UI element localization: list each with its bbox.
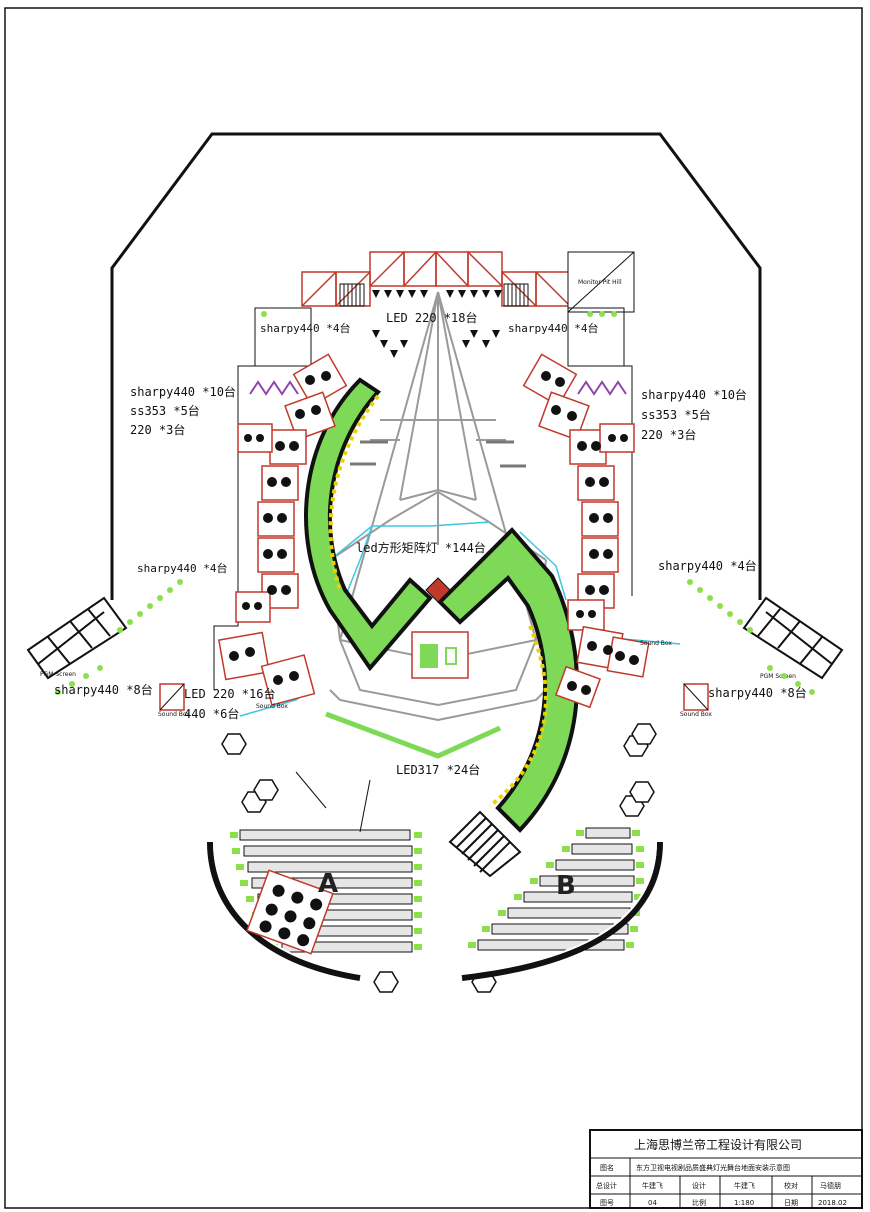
title-block-row1-value: 东方卫视电视剧品质盛典灯光舞台地面安装示意图 [636, 1163, 790, 1172]
front-green-edge [325, 711, 502, 759]
title-block-r3c1: 图号 [600, 1199, 614, 1207]
hexagon-markers [221, 723, 657, 993]
label-right-group-1: sharpy440 *10台 [641, 387, 747, 402]
label-top-sharpy-right: sharpy440 *4台 [508, 321, 598, 335]
label-low-right-sharpy: sharpy440 *8台 [708, 685, 807, 700]
title-block-r3c5: 日期 [784, 1199, 798, 1207]
title-block-r2c3: 设计 [692, 1181, 706, 1190]
left-wing-box [254, 307, 312, 367]
left-fixture-boxes [217, 353, 348, 706]
pgm-screen-left [26, 596, 128, 680]
monitor-label: Monitor Pit Hill [578, 279, 622, 286]
yellow-led-line [328, 394, 548, 808]
title-block-r3c4: 1:180 [734, 1199, 754, 1207]
left-zigzag [249, 380, 299, 396]
green-dot-rows [55, 311, 815, 695]
green-stage-left-arc [304, 377, 433, 672]
audience-wall-right-inner [461, 841, 657, 975]
title-block-r2c2: 牛建飞 [642, 1181, 663, 1190]
right-wing-box [567, 307, 625, 367]
right-fixture-boxes [522, 353, 650, 709]
sound-box-left [159, 683, 185, 711]
label-front-led: LED317 *24台 [396, 762, 480, 777]
label-mid-right-sharpy: sharpy440 *4台 [658, 558, 757, 573]
title-block-r2c6: 马德朋 [820, 1181, 841, 1190]
top-stairs [339, 283, 529, 307]
section-b-label: B [556, 871, 576, 901]
section-a-label: A [318, 869, 338, 899]
pgm-screen-right [742, 596, 844, 680]
label-top-sharpy-left: sharpy440 *4台 [260, 321, 350, 335]
audience-fixture-box [246, 869, 334, 955]
label-right-group-2: ss353 *5台 [641, 407, 711, 422]
seating-section-a [239, 829, 413, 953]
venue-outline [110, 132, 762, 600]
dimension-line [295, 771, 327, 809]
sound-box-4-label: Sound Box [256, 703, 288, 710]
audience-wall-left [207, 841, 361, 981]
center-screen-green [420, 644, 438, 668]
label-center-led-net: led方形矩阵灯 *144台 [356, 540, 486, 555]
sound-box-left-label: Sound Box [158, 711, 190, 718]
audience-wall-left-inner [213, 841, 361, 975]
top-led-fixtures [372, 290, 502, 358]
front-stairs [448, 810, 522, 878]
title-block-r3c2: 04 [648, 1199, 657, 1207]
fixture-heads [229, 371, 639, 695]
title-block [589, 1129, 863, 1209]
title-block-r2c1: 总设计 [596, 1181, 617, 1190]
sound-box-3-label: Sound Box [640, 640, 672, 647]
label-top-led: LED 220 *18台 [386, 310, 477, 325]
audience-wall-right [461, 841, 663, 981]
label-left-group-1: sharpy440 *10台 [130, 384, 236, 399]
stage-bars [350, 440, 526, 468]
right-zigzag [577, 380, 627, 396]
leader-line-front [359, 779, 371, 833]
label-low-led-extra: 440 *6台 [184, 706, 239, 721]
sound-box-right-label: Sound Box [680, 711, 712, 718]
seating-section-b [477, 827, 635, 951]
green-stage-right-arc [437, 527, 579, 833]
title-block-r2c5: 校对 [784, 1181, 798, 1190]
label-right-group-3: 220 *3台 [641, 427, 696, 442]
top-truss [301, 251, 571, 307]
label-left-group-2: ss353 *5台 [130, 403, 200, 418]
title-block-r2c4: 牛建飞 [734, 1181, 755, 1190]
center-diamond [425, 577, 451, 603]
drawing-frame [4, 7, 863, 1209]
label-low-led: LED 220 *16台 [184, 686, 275, 701]
title-block-company: 上海思博兰帝工程设计有限公司 [634, 1137, 802, 1152]
label-left-group-3: 220 *3台 [130, 422, 185, 437]
sound-box-right [683, 683, 709, 711]
label-mid-left-sharpy: sharpy440 *4台 [137, 561, 227, 575]
title-block-row1-label: 图名 [600, 1163, 614, 1172]
title-block-r3c6: 2018.02 [818, 1199, 847, 1207]
pgm-right-label: PGM Screen [760, 673, 796, 680]
pgm-left-label: PGM Screen [40, 671, 76, 678]
title-block-r3c3: 比例 [692, 1198, 706, 1207]
label-low-left-sharpy: sharpy440 *8台 [54, 682, 153, 697]
stage-wall-left [213, 308, 256, 690]
